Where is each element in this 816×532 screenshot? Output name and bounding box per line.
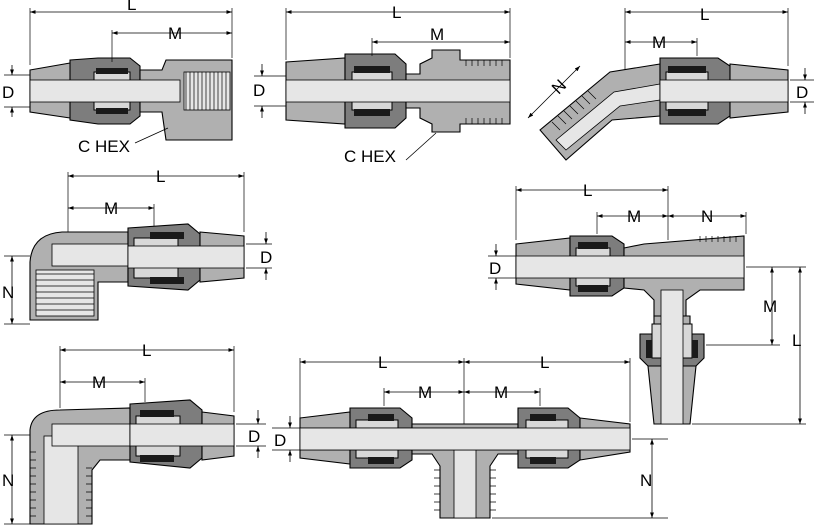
makeup-label: M — [104, 199, 118, 218]
hex-label: C HEX — [78, 137, 130, 156]
male-thread — [465, 60, 503, 124]
length-label: L — [378, 353, 387, 372]
makeup-label: M — [494, 383, 508, 402]
male-run-tee-figure: L L M M D N — [272, 353, 668, 519]
male-45-elbow-figure: L M N D — [527, 5, 814, 161]
port-label: N — [2, 471, 14, 490]
length-label: L — [142, 341, 151, 360]
length-label: L — [127, 0, 136, 14]
female-thread-elbow — [36, 273, 94, 311]
male-thread-elbow — [30, 451, 92, 517]
makeup-label: M — [168, 24, 182, 43]
female-elbow-figure: L M N D — [2, 167, 272, 325]
length-label: L — [792, 331, 801, 350]
male-thread-run-tee — [434, 469, 496, 511]
tube-od-label: D — [260, 248, 272, 267]
makeup-label: M — [652, 33, 666, 52]
female-thread — [185, 72, 227, 110]
makeup-label: M — [627, 207, 641, 226]
hex-label: C HEX — [344, 147, 396, 166]
length-label: L — [700, 5, 709, 24]
female-connector-figure: L M D C HEX — [2, 0, 233, 156]
port-label: N — [640, 471, 652, 490]
tube-od-label: D — [253, 81, 265, 100]
length-label: L — [583, 181, 592, 200]
tube-od-label: D — [274, 431, 286, 450]
tube-od-label: D — [796, 83, 808, 102]
male-branch-tee-figure: L M N D M L — [488, 181, 806, 425]
makeup-label: M — [418, 383, 432, 402]
makeup-label: M — [763, 297, 777, 316]
port-label: N — [701, 207, 713, 226]
length-label: L — [156, 167, 165, 186]
makeup-label: M — [92, 373, 106, 392]
male-thread-tee — [699, 236, 737, 242]
length-label: L — [392, 3, 401, 22]
tube-od-label: D — [489, 259, 501, 278]
male-connector-figure: L M D C HEX — [253, 3, 511, 166]
makeup-label: M — [430, 25, 444, 44]
male-elbow-figure: L M N D — [2, 341, 266, 525]
length-label: L — [540, 353, 549, 372]
tube-od-label: D — [2, 83, 14, 102]
tube-od-label: D — [248, 427, 260, 446]
port-label: N — [2, 283, 14, 302]
